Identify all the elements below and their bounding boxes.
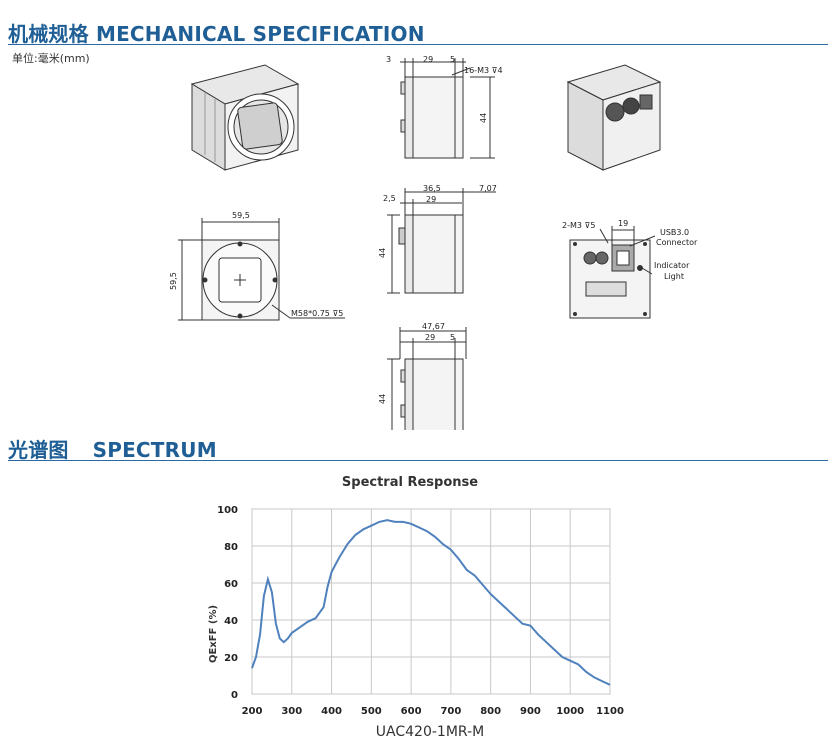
x-tick-label: 200 [242, 706, 263, 717]
x-tick-label: 900 [520, 706, 541, 717]
dim-side-mid-29: 29 [426, 195, 436, 204]
iso-rear-view [566, 64, 662, 171]
x-tick-labels: 200 300 400 500 600 700 800 900 1000 1100 [242, 706, 624, 717]
iso-front-view [190, 64, 300, 171]
chart-grid [251, 508, 611, 695]
x-tick-label: 700 [440, 706, 461, 717]
dim-side-mid-height: 44 [378, 248, 387, 258]
y-tick-labels: 0 20 40 60 80 100 [217, 505, 238, 701]
dim-side-top-height: 44 [479, 113, 488, 123]
rear-view [569, 226, 656, 319]
mechanical-section-title: 机械规格 MECHANICAL SPECIFICATION [8, 22, 425, 46]
x-tick-label: 400 [321, 706, 342, 717]
dim-side-bot-total: 47,67 [422, 322, 445, 331]
x-tick-label: 1000 [556, 706, 584, 717]
y-tick-label: 40 [224, 616, 238, 627]
dim-side-bot-29: 29 [425, 333, 435, 342]
y-tick-label: 80 [224, 542, 238, 553]
chart-title: Spectral Response [342, 475, 478, 490]
front-view [178, 218, 345, 321]
side-view-top [400, 58, 495, 159]
y-tick-label: 60 [224, 579, 238, 590]
dim-side-mid-lens: 7,07 [479, 184, 497, 193]
dim-side-top-3: 3 [386, 55, 391, 64]
x-tick-label: 500 [361, 706, 382, 717]
dim-side-top-29: 29 [423, 55, 433, 64]
mechanical-title-rule [8, 44, 828, 45]
dim-side-bot-5: 5 [450, 333, 455, 342]
side-view-bottom [387, 327, 467, 430]
plot-area [251, 508, 611, 695]
label-indicator: Indicator [654, 261, 690, 270]
x-tick-label: 300 [281, 706, 302, 717]
y-axis-label: QExFF (%) [208, 605, 219, 663]
dim-side-bot-height: 44 [378, 394, 387, 404]
spectrum-title-rule [8, 460, 828, 461]
y-tick-label: 100 [217, 505, 238, 516]
x-tick-label: 800 [480, 706, 501, 717]
dim-front-mount: M58*0.75 ⊽5 [291, 309, 343, 318]
y-tick-label: 20 [224, 653, 238, 664]
dim-side-top-5: 5 [450, 55, 455, 64]
spectrum-section-title: 光谱图 SPECTRUM [8, 434, 217, 463]
label-light: Light [664, 272, 684, 281]
side-view-middle [387, 188, 496, 294]
label-usb: USB3.0 [660, 228, 689, 237]
dim-front-height: 59,5 [169, 272, 178, 290]
dim-front-width: 59,5 [232, 211, 250, 220]
dim-rear-width: 19 [618, 219, 628, 228]
x-axis-label: UAC420-1MR-M [376, 724, 484, 740]
dim-side-mid-total: 36,5 [423, 184, 441, 193]
x-tick-label: 600 [401, 706, 422, 717]
dim-rear-thread: 2-M3 ⊽5 [562, 221, 595, 230]
mechanical-drawings: 3 29 5 16-M3 ⊽4 44 36,5 2,5 29 7,07 44 [169, 55, 698, 430]
y-tick-label: 0 [231, 690, 238, 701]
series-line-qe [251, 519, 611, 686]
dim-side-mid-2-5: 2,5 [383, 194, 396, 203]
label-connector: Connector [656, 238, 698, 247]
unit-note: 单位:毫米(mm) [12, 52, 90, 65]
x-tick-label: 1100 [596, 706, 624, 717]
spectrum-title-en: SPECTRUM [92, 438, 217, 462]
dim-side-top-thread: 16-M3 ⊽4 [464, 66, 503, 75]
spectrum-title-cn: 光谱图 [8, 438, 69, 462]
